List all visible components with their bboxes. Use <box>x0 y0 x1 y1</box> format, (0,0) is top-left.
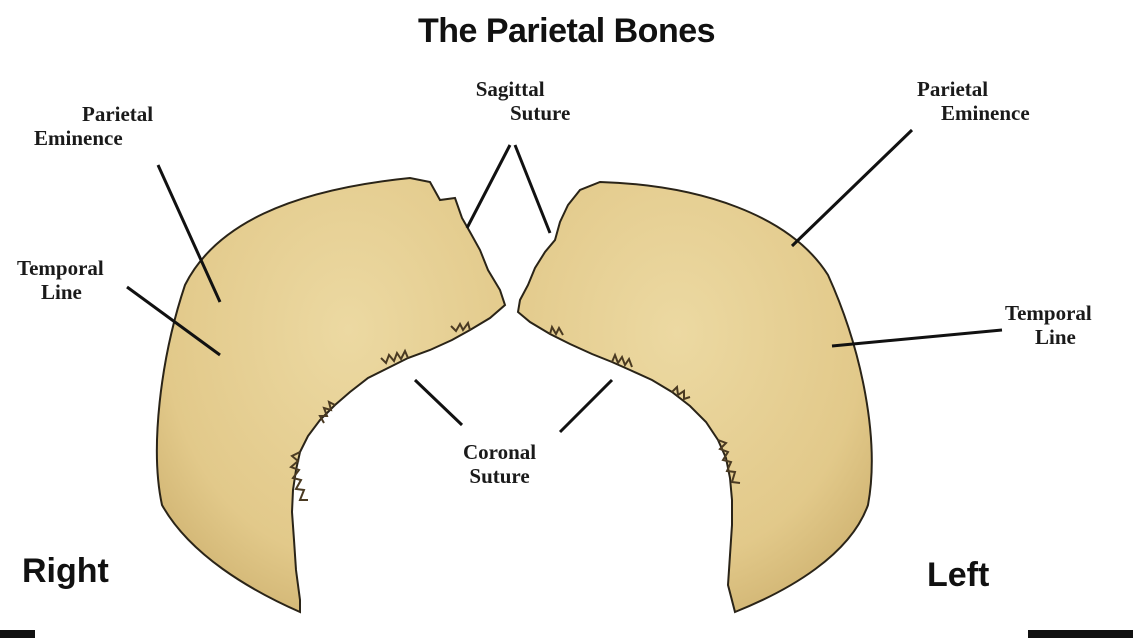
left-side-label: Left <box>927 556 989 595</box>
coronal-suture-label: Coronal Suture <box>463 440 536 488</box>
label-line: Temporal <box>17 256 104 280</box>
label-line: Temporal <box>1005 301 1092 325</box>
label-line: Sagittal <box>450 77 570 101</box>
right-temporal-line-label: Temporal Line <box>17 256 104 304</box>
label-line: Suture <box>463 464 536 488</box>
right-parietal-bone <box>157 178 505 612</box>
bottom-border-left <box>0 630 35 638</box>
right-parietal-eminence-label: Parietal Eminence <box>34 102 153 150</box>
label-line: Parietal <box>34 102 153 126</box>
label-line: Parietal <box>917 77 1030 101</box>
bottom-border-right <box>1028 630 1133 638</box>
label-line: Line <box>17 280 104 304</box>
label-line: Eminence <box>917 101 1030 125</box>
page-title: The Parietal Bones <box>0 12 1133 51</box>
left-parietal-eminence-label: Parietal Eminence <box>917 77 1030 125</box>
label-line: Coronal <box>463 440 536 464</box>
label-line: Suture <box>450 101 570 125</box>
right-side-label: Right <box>22 552 109 591</box>
label-line: Line <box>1005 325 1092 349</box>
sagittal-suture-label: Sagittal Suture <box>450 77 570 125</box>
left-temporal-line-label: Temporal Line <box>1005 301 1092 349</box>
left-parietal-bone <box>518 182 872 612</box>
label-line: Eminence <box>34 126 153 150</box>
